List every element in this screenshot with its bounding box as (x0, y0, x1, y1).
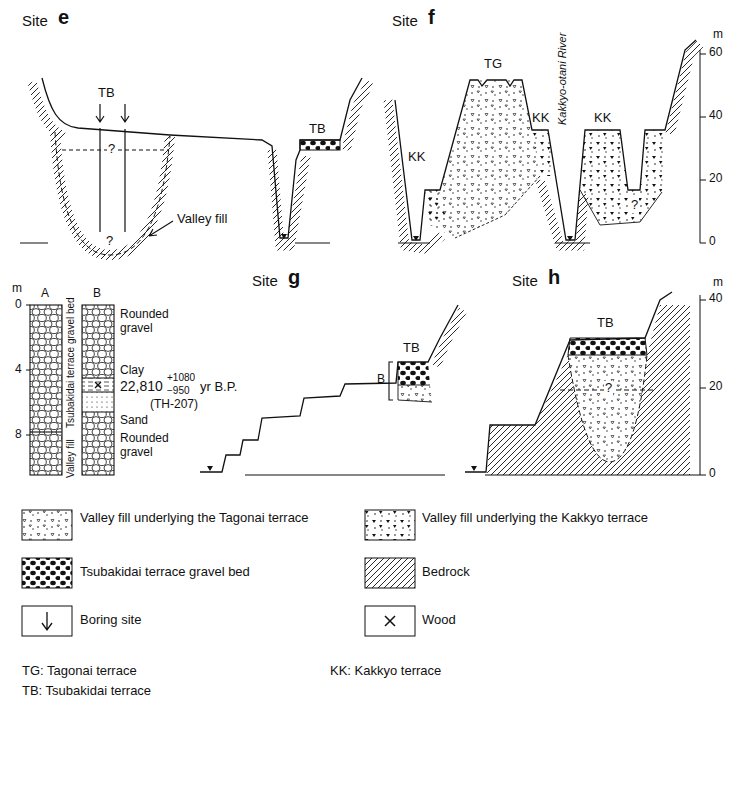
axis-unit: m (12, 282, 22, 296)
sample-code: (TH-207) (150, 398, 198, 412)
site-word: Site (252, 272, 278, 289)
river-name: Kakkyo-otani River (556, 33, 569, 125)
unit-name: Valley fill (65, 439, 77, 478)
site-word: Site (512, 272, 538, 289)
legend-text: Valley fill underlying the Kakkyo terrac… (422, 511, 702, 526)
site-letter: h (548, 266, 560, 289)
axis-number: 0 (709, 467, 716, 481)
layer-name: Sand (120, 414, 148, 428)
site-e-section (20, 78, 370, 255)
terrace-label: KK (532, 111, 549, 126)
axis-number: 20 (709, 380, 722, 394)
terrace-label: TG (484, 57, 502, 72)
legend-text: Boring site (80, 613, 310, 628)
abbreviation: TB: Tsubakidai terrace (22, 684, 151, 699)
axis-number: 40 (709, 292, 722, 306)
axis-number: 40 (709, 109, 722, 123)
site-h-section (465, 292, 706, 475)
question-mark: ? (106, 234, 113, 249)
site-letter: g (288, 266, 300, 289)
legend-text: Bedrock (422, 565, 702, 580)
axis-number: 0 (709, 235, 716, 249)
legend-text: Valley fill underlying the Tagonai terra… (80, 511, 310, 526)
axis-unit: m (713, 28, 723, 42)
axis-unit: m (713, 276, 723, 290)
terrace-label: TB (403, 341, 420, 356)
site-word: Site (392, 12, 418, 29)
question-mark: ? (107, 142, 116, 157)
layer-name: Rounded gravel (120, 308, 180, 336)
site-letter: f (428, 6, 435, 29)
column-letter: A (41, 287, 49, 301)
site-g-section (200, 305, 463, 475)
column-letter: B (93, 287, 101, 301)
site-f-section (388, 40, 706, 249)
terrace-label: TB (597, 316, 614, 331)
axis-number: 8 (15, 428, 22, 442)
radiocarbon-date: 22,810 (120, 378, 163, 394)
site-letter: e (58, 6, 69, 29)
legend-swatches (22, 510, 415, 636)
section-letter: B (377, 373, 385, 387)
terrace-label: KK (408, 150, 425, 165)
date-error: +1080 (167, 372, 195, 384)
site-word: Site (22, 12, 48, 29)
axis-number: 60 (709, 46, 722, 60)
question-mark: ? (604, 381, 613, 396)
question-mark: ? (630, 198, 639, 213)
terrace-label: TB (98, 86, 115, 101)
abbreviation: KK: Kakkyo terrace (330, 664, 441, 679)
legend-text: Wood (422, 613, 702, 628)
unit-name: Tsubakidai terrace gravel bed (65, 297, 77, 428)
axis-number: 20 (709, 172, 722, 186)
layer-name: Clay (120, 364, 144, 378)
axis-number: 4 (15, 363, 22, 377)
date-error: −950 (167, 385, 190, 397)
layer-name: Rounded gravel (120, 432, 180, 460)
date-unit: yr B.P. (200, 380, 237, 395)
axis-number: 0 (15, 298, 22, 312)
abbreviation: TG: Tagonai terrace (22, 664, 137, 679)
legend-text: Tsubakidai terrace gravel bed (80, 565, 310, 580)
fill-label: Valley fill (177, 212, 227, 227)
terrace-label: KK (594, 111, 611, 126)
terrace-label: TB (309, 122, 326, 137)
